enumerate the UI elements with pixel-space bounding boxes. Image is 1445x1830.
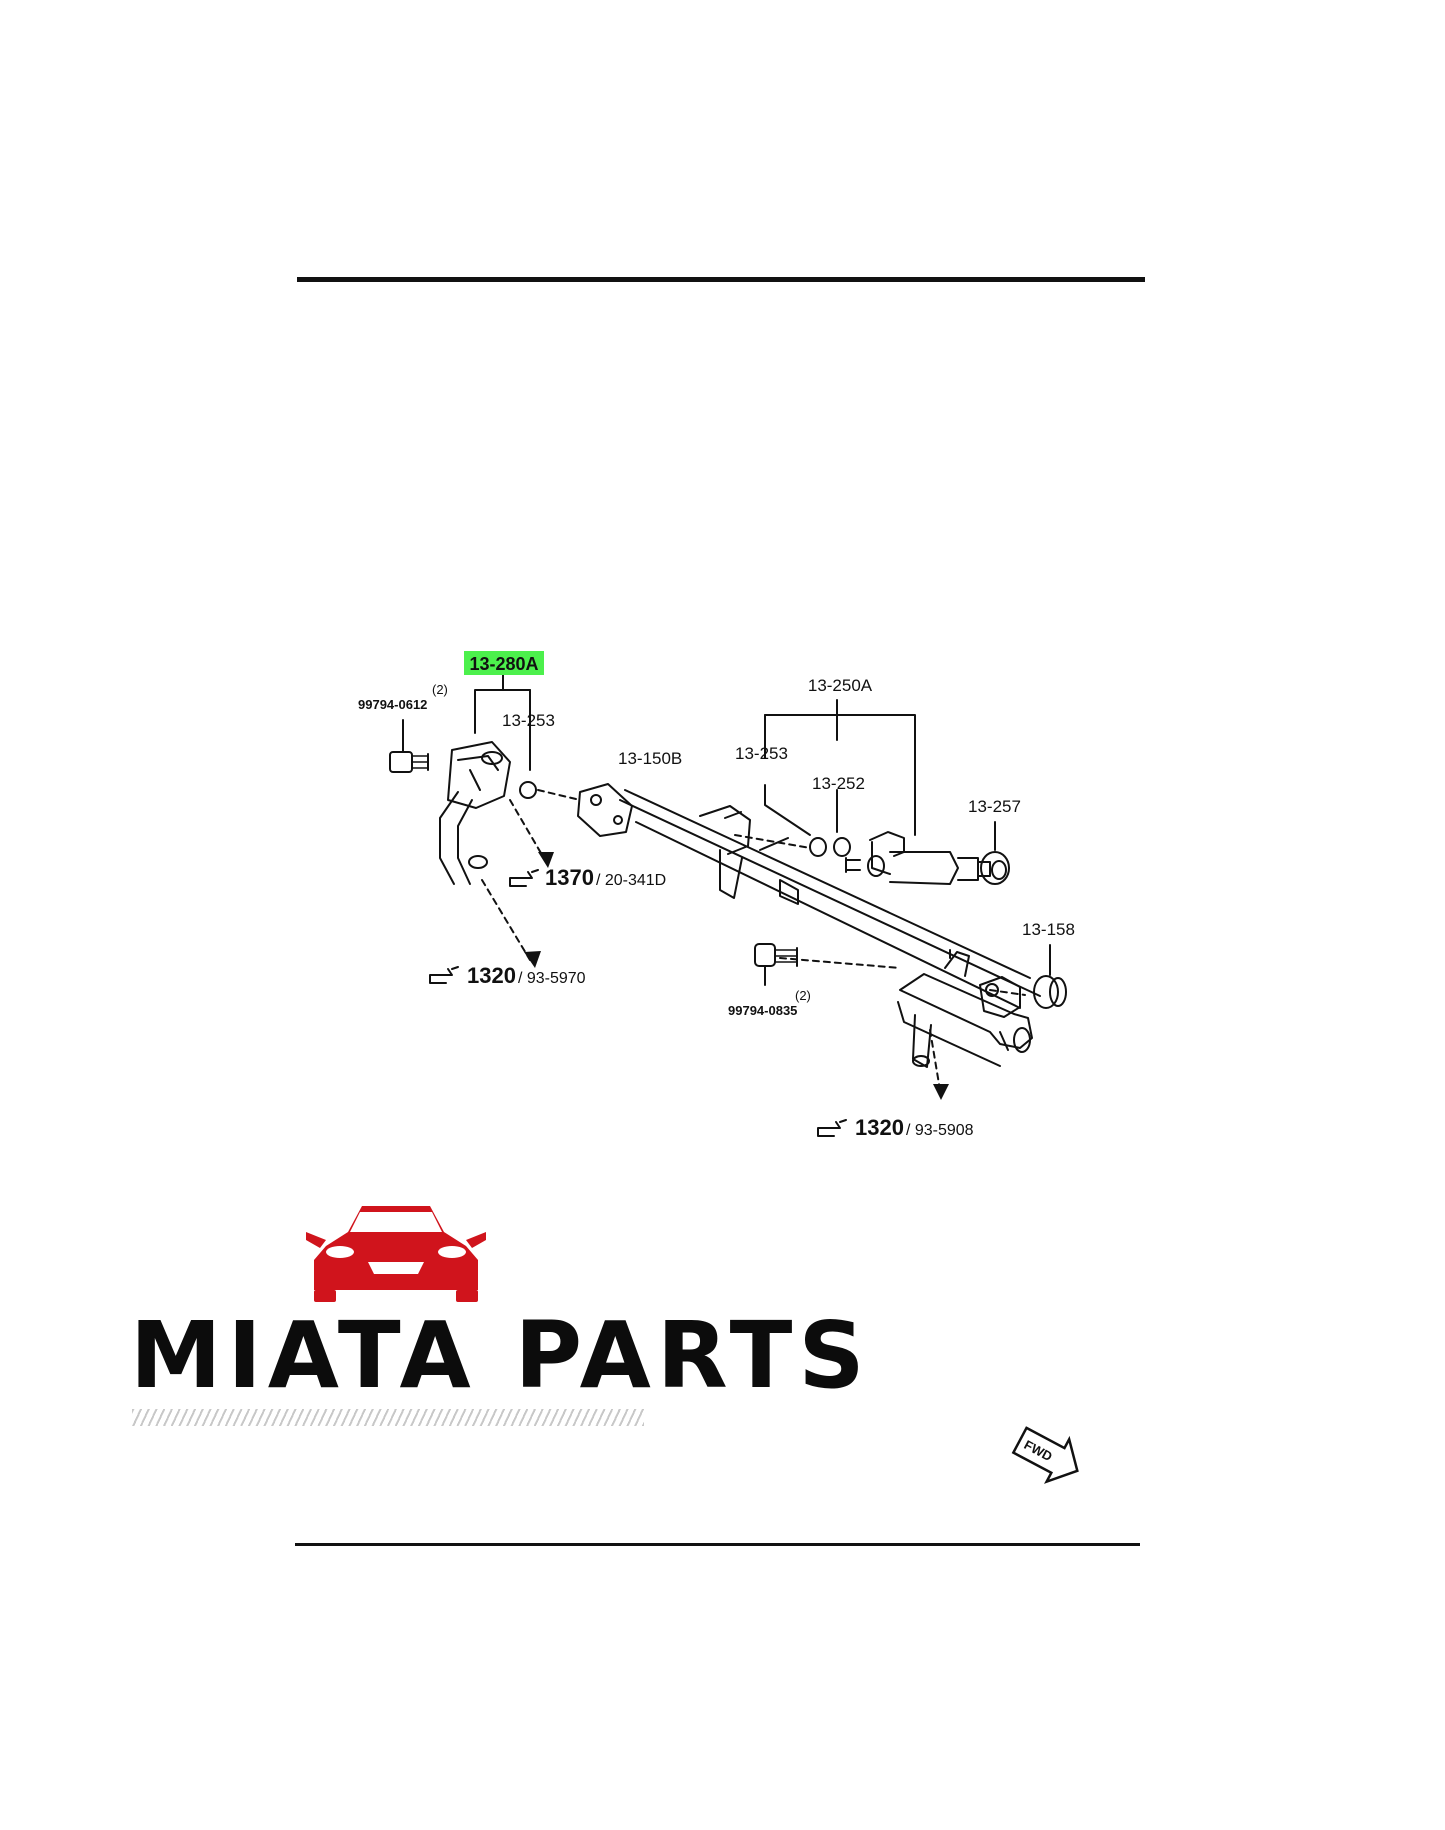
leader-arrows — [524, 852, 949, 1100]
ref-1370-code: 1370 — [545, 865, 594, 890]
top-rule — [297, 277, 1145, 282]
car-logo-icon — [306, 1206, 486, 1302]
label-13-158[interactable]: 13-158 — [1022, 920, 1075, 939]
label-bolt-99794-0612[interactable]: 99794-0612 — [358, 697, 427, 712]
leader-lines — [481, 789, 1026, 1091]
label-13-280A[interactable]: 13-280A — [469, 654, 538, 674]
bolt-99794-0612 — [389, 719, 429, 773]
fwd-arrow-icon: FWD — [1011, 1426, 1079, 1484]
ref-1320-b-page: / 93-5908 — [906, 1122, 974, 1139]
grommet-13-158 — [1033, 944, 1067, 1009]
brand-wordmark: MIATA PARTS — [130, 1302, 871, 1409]
qty-bottom: (2) — [795, 988, 811, 1003]
ref-1320-a[interactable]: 1320/ 93-5970 — [467, 963, 586, 988]
ref-pointer-icons — [429, 869, 847, 1137]
part-highlight — [464, 651, 544, 675]
bottom-rule — [295, 1543, 1140, 1546]
fuel-injector — [845, 831, 991, 885]
o-ring-13-252 — [833, 837, 851, 857]
ref-1320-b-code: 1320 — [855, 1115, 904, 1140]
label-13-253-right[interactable]: 13-253 — [735, 744, 788, 763]
bracket-13-250A — [764, 699, 916, 836]
bolt-99794-0835 — [754, 943, 798, 986]
label-bolt-99794-0835[interactable]: 99794-0835 — [728, 1003, 797, 1018]
bracket-13-280A — [474, 674, 531, 771]
ref-1320-a-page: / 93-5970 — [518, 970, 586, 987]
ref-1320-b[interactable]: 1320/ 93-5908 — [855, 1115, 974, 1140]
ref-1320-a-code: 1320 — [467, 963, 516, 988]
label-13-253-left[interactable]: 13-253 — [502, 711, 555, 730]
qty-top: (2) — [432, 682, 448, 697]
label-13-252[interactable]: 13-252 — [812, 774, 865, 793]
ref-1370-page: / 20-341D — [596, 872, 666, 889]
fuel-rail-13-150B — [577, 783, 1041, 1068]
pressure-regulator — [439, 741, 537, 885]
o-ring-13-253 — [809, 837, 827, 857]
ref-1370[interactable]: 1370/ 20-341D — [545, 865, 666, 890]
label-13-250A[interactable]: 13-250A — [808, 676, 873, 695]
label-13-257[interactable]: 13-257 — [968, 797, 1021, 816]
clip-13-257 — [980, 821, 1010, 885]
label-13-150B[interactable]: 13-150B — [618, 749, 682, 768]
brand-hatch-stripe — [132, 1409, 644, 1426]
